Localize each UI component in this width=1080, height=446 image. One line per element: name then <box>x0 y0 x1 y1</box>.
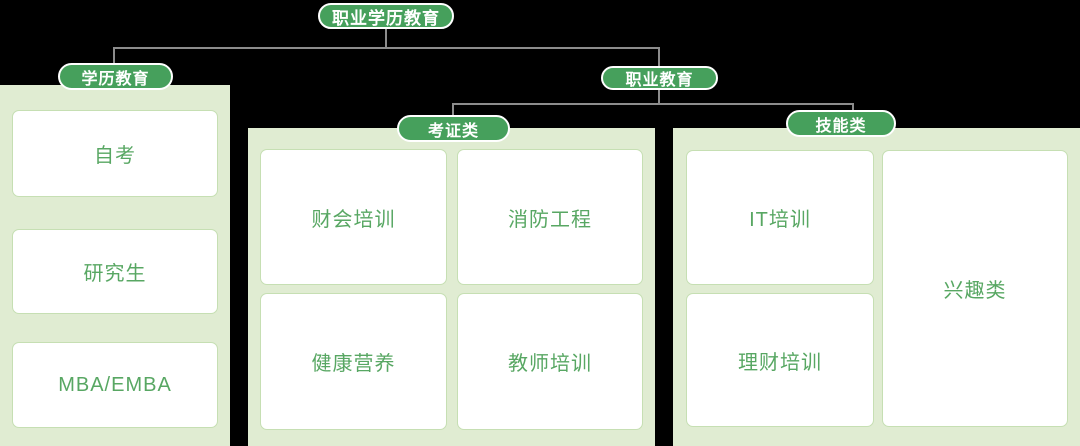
node-skills-category: 技能类 <box>786 110 896 137</box>
card-fire-engineering: 消防工程 <box>457 149 643 285</box>
node-vocational-education: 职业教育 <box>601 66 718 90</box>
connector-to-certification <box>452 103 454 116</box>
panel-academic-education: 自考 研究生 MBA/EMBA <box>0 85 230 446</box>
panel-skills-category: IT培训 理财培训 兴趣类 <box>673 128 1080 446</box>
card-it-training: IT培训 <box>686 150 874 285</box>
connector-to-vocational <box>658 47 660 67</box>
card-interest-category: 兴趣类 <box>882 150 1068 427</box>
card-teacher-training: 教师培训 <box>457 293 643 430</box>
connector-level1-horizontal <box>113 47 660 49</box>
connector-root-down <box>385 28 387 48</box>
node-vocational-academic-education: 职业学历教育 <box>318 3 454 29</box>
card-financial-management-training: 理财培训 <box>686 293 874 427</box>
card-health-nutrition: 健康营养 <box>260 293 447 430</box>
connector-vocational-down <box>658 90 660 104</box>
card-self-study-exam: 自考 <box>12 110 218 197</box>
connector-level2-horizontal <box>452 103 854 105</box>
connector-to-skills <box>852 103 854 112</box>
card-finance-accounting-training: 财会培训 <box>260 149 447 285</box>
node-certification-category: 考证类 <box>397 115 510 142</box>
panel-certification-category: 财会培训 消防工程 健康营养 教师培训 <box>248 128 655 446</box>
connector-to-academic <box>113 47 115 64</box>
card-mba-emba: MBA/EMBA <box>12 342 218 428</box>
card-postgraduate: 研究生 <box>12 229 218 314</box>
node-academic-education: 学历教育 <box>58 63 173 90</box>
